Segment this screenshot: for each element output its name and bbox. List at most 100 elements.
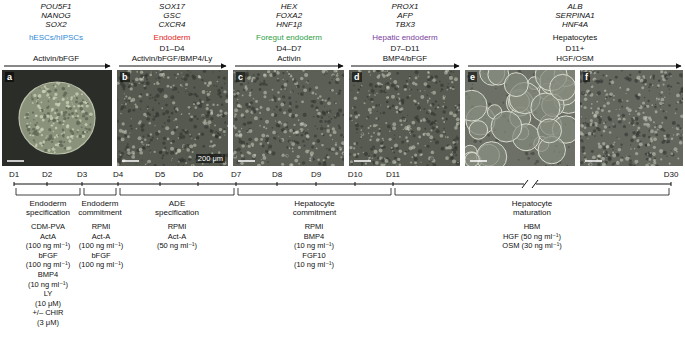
cell [286, 80, 288, 82]
cell [48, 96, 51, 99]
cell [443, 131, 445, 133]
cell [351, 163, 353, 165]
cell [372, 161, 374, 163]
cell [261, 161, 265, 165]
cell [418, 136, 421, 139]
cell [313, 116, 314, 117]
cell [302, 161, 306, 165]
cell [66, 101, 70, 105]
cell [76, 97, 78, 99]
cell [635, 117, 639, 121]
cell [235, 131, 236, 132]
cell [324, 70, 328, 74]
cell [656, 164, 659, 166]
cell [328, 81, 331, 84]
cell [378, 85, 382, 89]
cell [335, 152, 338, 155]
cell [282, 72, 284, 74]
cell [456, 161, 460, 165]
cell [612, 124, 616, 128]
cell [124, 93, 125, 94]
cell [342, 114, 344, 116]
cell [257, 164, 261, 166]
cell [654, 126, 656, 128]
cell [44, 85, 46, 87]
cell [148, 144, 150, 146]
cell [67, 97, 68, 98]
cell [127, 143, 129, 145]
cell [247, 77, 250, 80]
cell [191, 138, 192, 139]
cell [79, 135, 82, 138]
micrograph-ground [233, 70, 344, 166]
cell [452, 149, 454, 151]
cell [210, 140, 212, 142]
cell [54, 89, 57, 92]
cell [68, 140, 71, 143]
cell [366, 96, 368, 98]
cell [206, 104, 209, 107]
cell [638, 106, 640, 108]
hepatocyte-cell [469, 121, 488, 140]
cell [33, 130, 36, 133]
cell [217, 89, 221, 93]
cell [604, 101, 605, 102]
cell [44, 149, 47, 152]
cell [26, 117, 28, 119]
cell [451, 81, 453, 83]
cell [373, 93, 374, 94]
cell [454, 143, 456, 145]
cell [161, 107, 163, 109]
cell [458, 109, 460, 111]
cell [59, 144, 62, 147]
cell [130, 87, 133, 90]
cell [221, 104, 223, 106]
cell [80, 101, 83, 104]
cell [431, 121, 434, 124]
cell [350, 115, 352, 117]
cell [289, 129, 293, 133]
cell [277, 79, 280, 82]
cell [53, 131, 54, 132]
cell [127, 151, 131, 155]
cell [396, 108, 397, 109]
cell [156, 81, 160, 85]
cell [194, 115, 197, 118]
cell [259, 125, 261, 127]
cell [77, 104, 80, 107]
cell [385, 159, 389, 163]
cell [145, 73, 148, 76]
cell [32, 128, 35, 131]
cell [289, 136, 290, 137]
cell [652, 136, 653, 137]
cell [366, 116, 369, 119]
cell [152, 97, 154, 99]
cell [88, 128, 91, 131]
cell [288, 97, 291, 100]
cell [223, 90, 226, 93]
cell [610, 144, 614, 148]
cell [54, 136, 56, 138]
cell [451, 156, 454, 159]
cell [170, 147, 174, 151]
cell [257, 73, 260, 76]
cell [420, 162, 421, 163]
cell [330, 90, 331, 91]
cell [369, 94, 371, 96]
cell [174, 128, 177, 131]
cell [630, 144, 631, 145]
cell [43, 144, 45, 146]
cell [213, 71, 214, 72]
cell [645, 152, 648, 155]
cell [131, 118, 132, 119]
cell [374, 150, 378, 154]
cell [357, 91, 359, 93]
cell [592, 111, 593, 112]
cell [364, 152, 368, 156]
cell [600, 107, 602, 109]
cell [272, 127, 274, 129]
cell [117, 162, 119, 166]
cell [420, 95, 424, 99]
cell [171, 112, 174, 115]
cell [254, 154, 257, 157]
